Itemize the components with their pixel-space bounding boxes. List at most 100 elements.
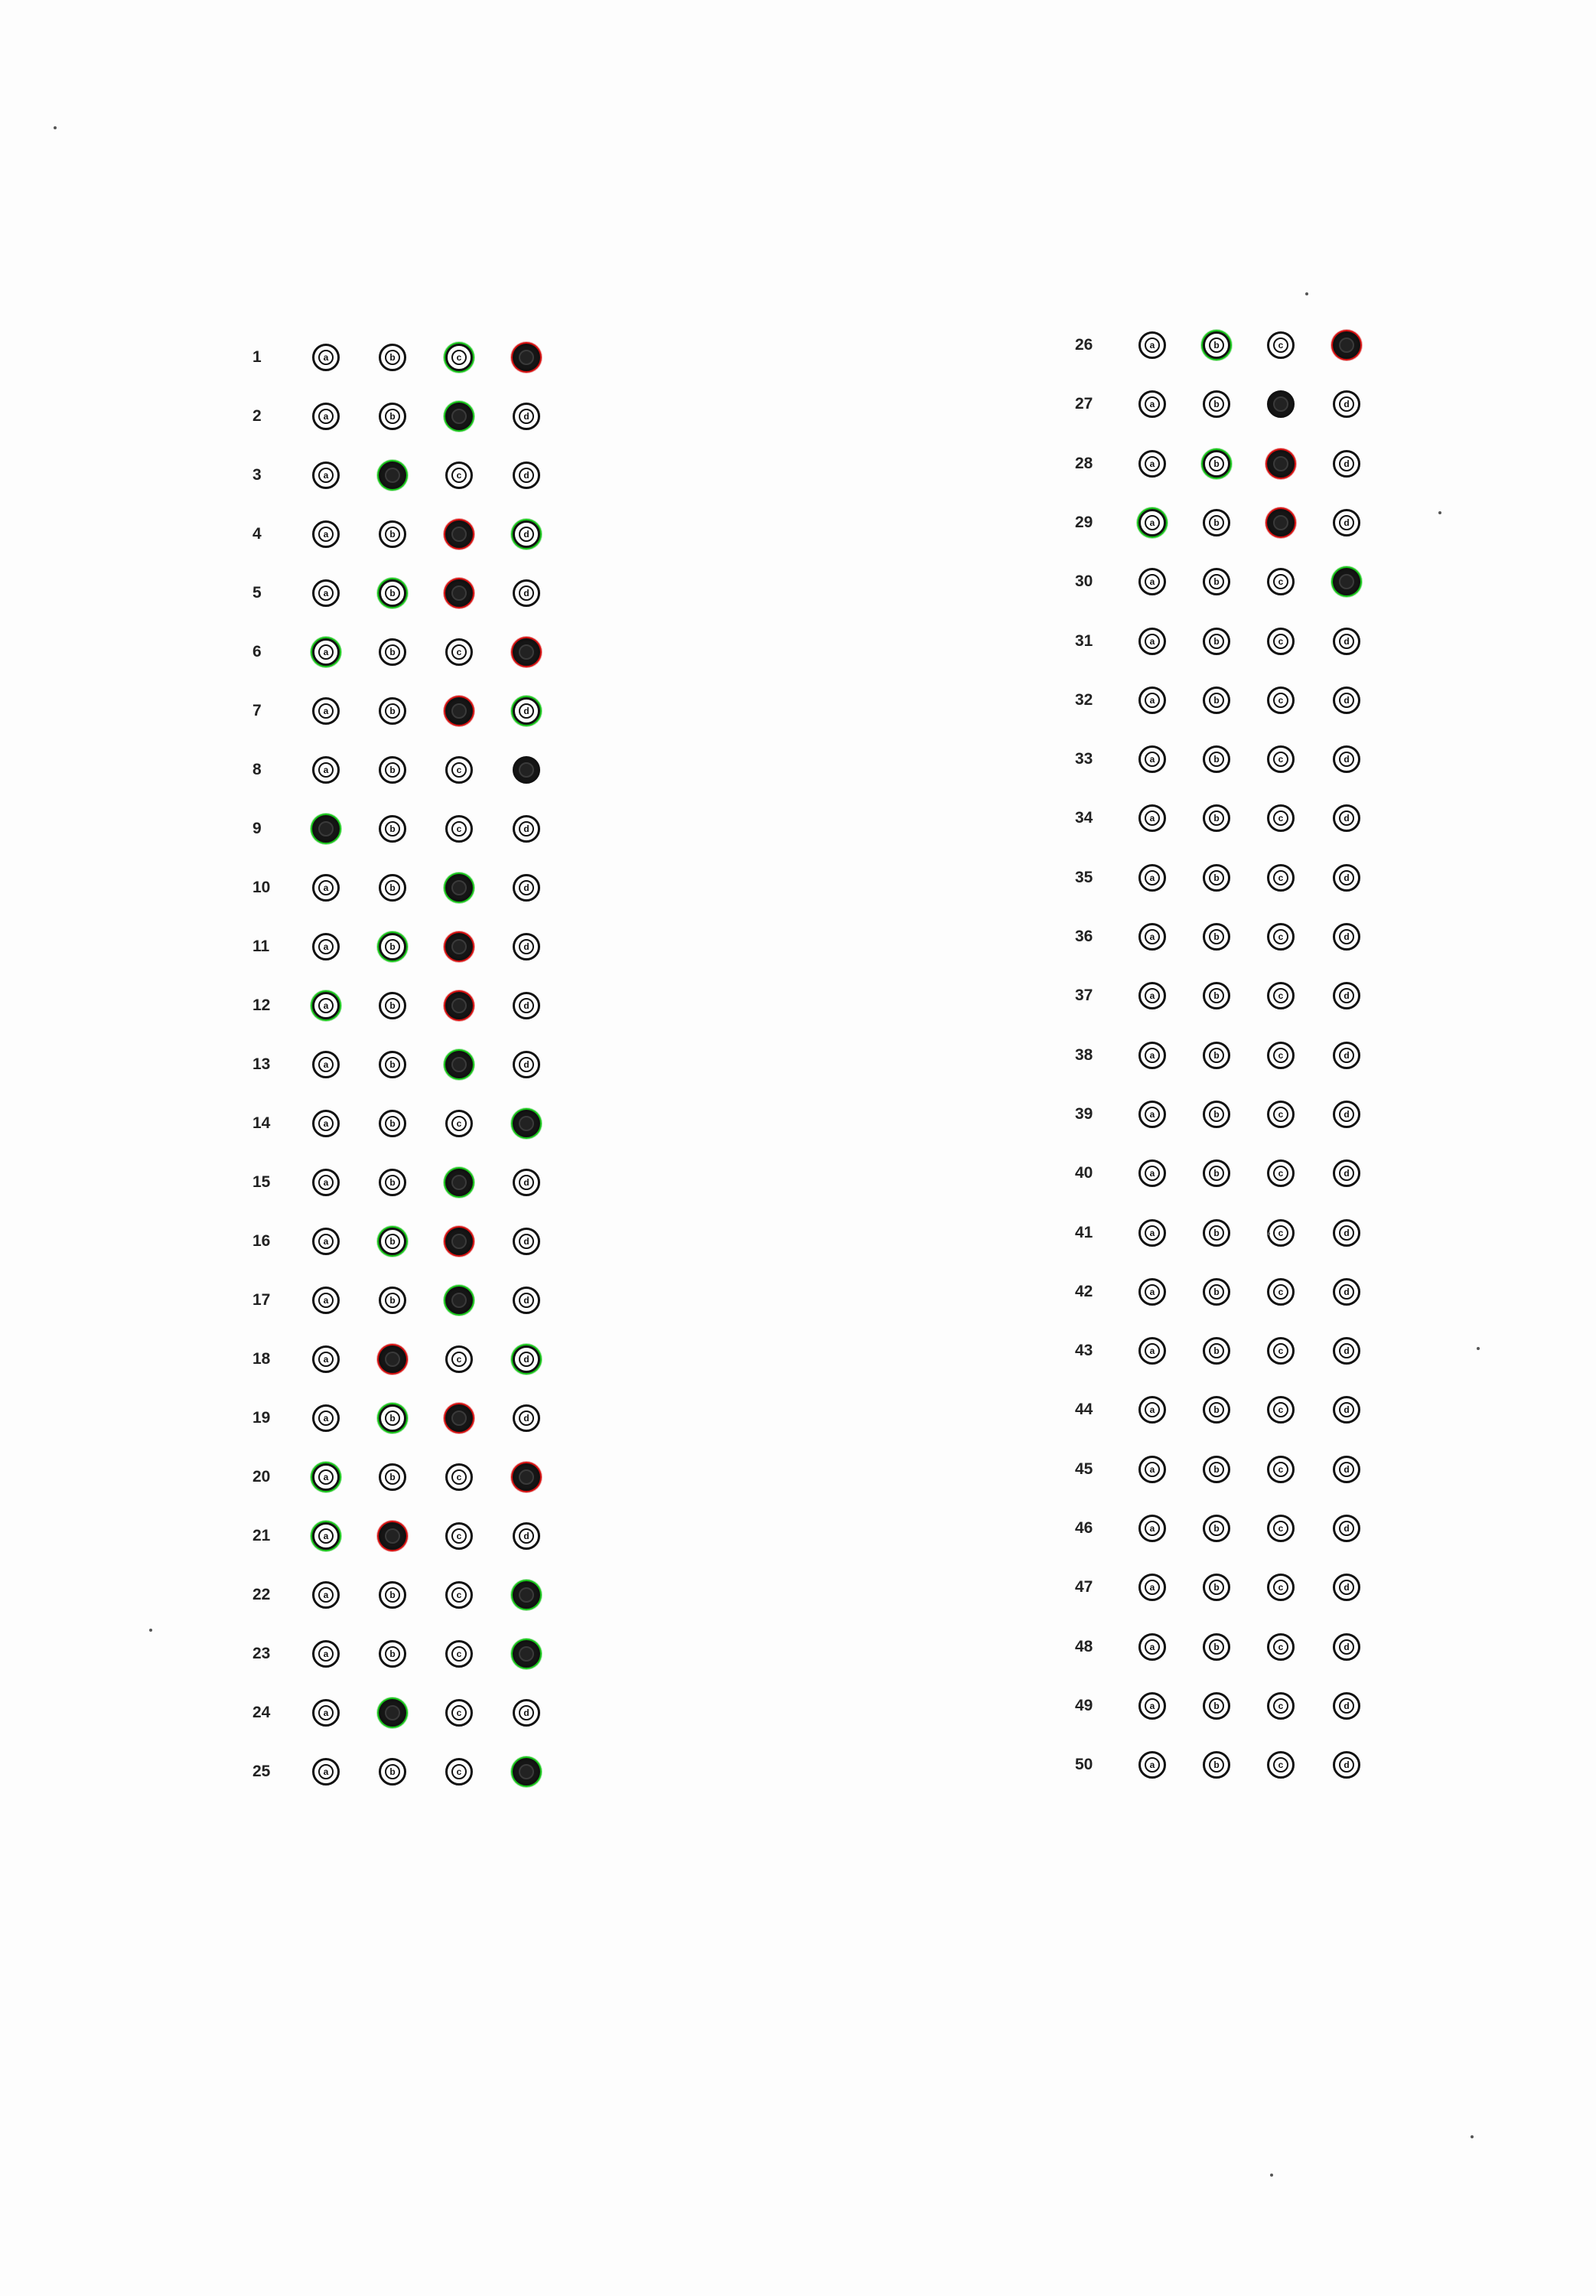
answer-bubble-a[interactable]: a <box>1138 1455 1166 1483</box>
answer-bubble-a[interactable]: a <box>312 1522 340 1550</box>
answer-bubble-b[interactable]: b <box>1203 1277 1230 1306</box>
answer-bubble-d[interactable]: d <box>1333 1218 1360 1247</box>
answer-bubble-c[interactable]: c <box>1267 1337 1295 1365</box>
answer-bubble-c[interactable]: c <box>1267 331 1295 359</box>
answer-bubble-b[interactable]: b <box>379 1522 406 1550</box>
answer-bubble-c[interactable]: c <box>445 815 473 843</box>
answer-bubble-d[interactable]: d <box>1333 1100 1360 1128</box>
answer-bubble-c[interactable]: c <box>445 933 473 960</box>
answer-bubble-c[interactable]: c <box>445 403 473 430</box>
answer-bubble-a[interactable]: a <box>1138 568 1166 596</box>
answer-bubble-d[interactable]: d <box>513 1110 540 1137</box>
answer-bubble-c[interactable]: c <box>1267 1515 1295 1542</box>
answer-bubble-b[interactable]: b <box>379 461 406 489</box>
answer-bubble-b[interactable]: b <box>1203 923 1230 951</box>
answer-bubble-a[interactable]: a <box>1138 982 1166 1010</box>
answer-bubble-a[interactable]: a <box>312 344 340 371</box>
answer-bubble-c[interactable]: c <box>1267 686 1295 714</box>
answer-bubble-c[interactable]: c <box>1267 1277 1295 1306</box>
answer-bubble-a[interactable]: a <box>1138 1632 1166 1661</box>
answer-bubble-b[interactable]: b <box>379 1051 406 1078</box>
answer-bubble-b[interactable]: b <box>379 579 406 607</box>
answer-bubble-c[interactable]: c <box>445 1463 473 1491</box>
answer-bubble-d[interactable]: d <box>513 403 540 430</box>
answer-bubble-c[interactable]: c <box>1267 627 1295 655</box>
answer-bubble-d[interactable]: d <box>1333 1277 1360 1306</box>
answer-bubble-b[interactable]: b <box>379 1699 406 1727</box>
answer-bubble-d[interactable]: d <box>513 697 540 725</box>
answer-bubble-a[interactable]: a <box>1138 804 1166 833</box>
answer-bubble-a[interactable]: a <box>1138 1277 1166 1306</box>
answer-bubble-c[interactable]: c <box>445 874 473 902</box>
answer-bubble-a[interactable]: a <box>312 461 340 489</box>
answer-bubble-c[interactable]: c <box>1267 745 1295 774</box>
answer-bubble-d[interactable]: d <box>513 933 540 960</box>
answer-bubble-d[interactable]: d <box>513 1463 540 1491</box>
answer-bubble-b[interactable]: b <box>379 933 406 960</box>
answer-bubble-a[interactable]: a <box>1138 686 1166 714</box>
answer-bubble-c[interactable]: c <box>445 344 473 371</box>
answer-bubble-d[interactable]: d <box>513 344 540 371</box>
answer-bubble-d[interactable]: d <box>1333 1455 1360 1483</box>
answer-bubble-b[interactable]: b <box>379 815 406 843</box>
answer-bubble-d[interactable]: d <box>1333 804 1360 833</box>
answer-bubble-c[interactable]: c <box>445 1345 473 1373</box>
answer-bubble-a[interactable]: a <box>1138 1218 1166 1247</box>
answer-bubble-c[interactable]: c <box>1267 1691 1295 1720</box>
answer-bubble-c[interactable]: c <box>1267 863 1295 892</box>
answer-bubble-c[interactable]: c <box>1267 982 1295 1010</box>
answer-bubble-b[interactable]: b <box>1203 1159 1230 1188</box>
answer-bubble-d[interactable]: d <box>1333 1751 1360 1779</box>
answer-bubble-a[interactable]: a <box>1138 1574 1166 1602</box>
answer-bubble-d[interactable]: d <box>513 1051 540 1078</box>
answer-bubble-a[interactable]: a <box>312 933 340 960</box>
answer-bubble-c[interactable]: c <box>1267 804 1295 833</box>
answer-bubble-a[interactable]: a <box>1138 1337 1166 1365</box>
answer-bubble-d[interactable]: d <box>1333 1632 1360 1661</box>
answer-bubble-c[interactable]: c <box>445 697 473 725</box>
answer-bubble-c[interactable]: c <box>1267 1218 1295 1247</box>
answer-bubble-a[interactable]: a <box>312 638 340 666</box>
answer-bubble-c[interactable]: c <box>445 1640 473 1668</box>
answer-bubble-a[interactable]: a <box>312 1051 340 1078</box>
answer-bubble-d[interactable]: d <box>513 1228 540 1255</box>
answer-bubble-d[interactable]: d <box>513 1699 540 1727</box>
answer-bubble-b[interactable]: b <box>1203 1751 1230 1779</box>
answer-bubble-b[interactable]: b <box>1203 745 1230 774</box>
answer-bubble-d[interactable]: d <box>1333 1396 1360 1424</box>
answer-bubble-b[interactable]: b <box>379 638 406 666</box>
answer-bubble-a[interactable]: a <box>312 1345 340 1373</box>
answer-bubble-a[interactable]: a <box>1138 1515 1166 1542</box>
answer-bubble-d[interactable]: d <box>513 461 540 489</box>
answer-bubble-d[interactable]: d <box>1333 1574 1360 1602</box>
answer-bubble-a[interactable]: a <box>1138 923 1166 951</box>
answer-bubble-d[interactable]: d <box>513 1522 540 1550</box>
answer-bubble-b[interactable]: b <box>379 1404 406 1432</box>
answer-bubble-d[interactable]: d <box>1333 1691 1360 1720</box>
answer-bubble-b[interactable]: b <box>1203 1632 1230 1661</box>
answer-bubble-c[interactable]: c <box>1267 568 1295 596</box>
answer-bubble-b[interactable]: b <box>1203 1515 1230 1542</box>
answer-bubble-a[interactable]: a <box>1138 1396 1166 1424</box>
answer-bubble-c[interactable]: c <box>1267 508 1295 536</box>
answer-bubble-a[interactable]: a <box>312 1404 340 1432</box>
answer-bubble-a[interactable]: a <box>1138 1100 1166 1128</box>
answer-bubble-b[interactable]: b <box>379 1345 406 1373</box>
answer-bubble-a[interactable]: a <box>1138 863 1166 892</box>
answer-bubble-b[interactable]: b <box>1203 863 1230 892</box>
answer-bubble-a[interactable]: a <box>1138 449 1166 478</box>
answer-bubble-c[interactable]: c <box>1267 1574 1295 1602</box>
answer-bubble-d[interactable]: d <box>1333 1159 1360 1188</box>
answer-bubble-a[interactable]: a <box>312 756 340 784</box>
answer-bubble-a[interactable]: a <box>1138 1751 1166 1779</box>
answer-bubble-b[interactable]: b <box>1203 1100 1230 1128</box>
answer-bubble-a[interactable]: a <box>1138 1691 1166 1720</box>
answer-bubble-b[interactable]: b <box>379 1287 406 1314</box>
answer-bubble-c[interactable]: c <box>1267 1632 1295 1661</box>
answer-bubble-b[interactable]: b <box>1203 982 1230 1010</box>
answer-bubble-a[interactable]: a <box>1138 627 1166 655</box>
answer-bubble-d[interactable]: d <box>1333 331 1360 359</box>
answer-bubble-a[interactable]: a <box>1138 390 1166 419</box>
answer-bubble-b[interactable]: b <box>379 1581 406 1609</box>
answer-bubble-c[interactable]: c <box>1267 1041 1295 1069</box>
